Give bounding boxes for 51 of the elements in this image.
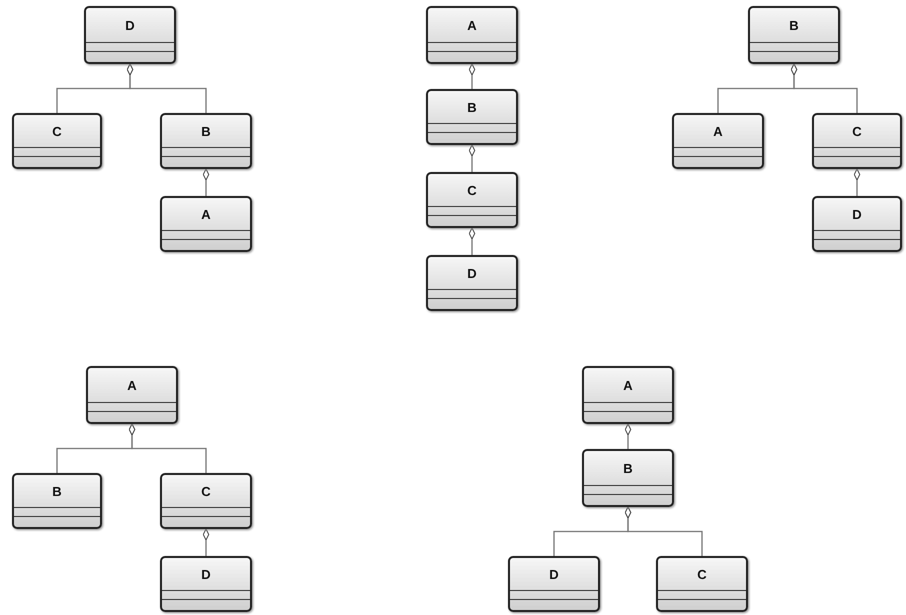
aggregation-connector (468, 228, 476, 255)
class-name: D (125, 18, 135, 32)
class-box (582, 366, 674, 424)
class-box (12, 113, 102, 169)
class-name: A (623, 378, 633, 392)
class-box (160, 556, 252, 612)
class-box (812, 196, 902, 252)
aggregation-connector (854, 168, 860, 196)
class-box (426, 255, 518, 311)
class-name: C (201, 484, 211, 498)
class-name: D (549, 566, 559, 582)
class-name: B (52, 484, 62, 498)
class-name: D (201, 566, 211, 582)
class-box (86, 366, 178, 424)
class-name: C (697, 566, 707, 582)
aggregation-connector (126, 64, 207, 113)
aggregation-connector (202, 168, 210, 196)
class-box (812, 113, 902, 169)
aggregation-connector (790, 64, 858, 113)
class-box (656, 556, 748, 612)
aggregation-connector (468, 144, 476, 172)
class-name: B (467, 100, 477, 114)
class-name: B (789, 18, 799, 32)
class-box (426, 6, 518, 64)
class-name: B (623, 460, 633, 476)
class-box (160, 196, 252, 252)
aggregation-connector (128, 424, 207, 473)
class-box (426, 89, 518, 145)
class-name: D (467, 266, 477, 280)
class-name: D (852, 206, 862, 222)
class-box (84, 6, 176, 64)
class-box (12, 473, 102, 529)
class-box (748, 6, 840, 64)
class-name: A (467, 18, 477, 32)
class-name: A (127, 378, 137, 392)
class-box (508, 556, 600, 612)
class-box (160, 473, 252, 529)
class-name: A (713, 124, 723, 138)
aggregation-connector (468, 64, 476, 89)
class-name: A (201, 206, 211, 222)
aggregation-connector (624, 424, 632, 449)
class-name: B (201, 124, 211, 138)
aggregation-connector (624, 506, 703, 556)
class-box (582, 449, 674, 507)
class-name: C (852, 124, 862, 138)
class-name: C (52, 124, 62, 138)
class-box (426, 172, 518, 228)
class-box (672, 113, 764, 169)
class-box (160, 113, 252, 169)
aggregation-connector (202, 528, 210, 556)
class-name: C (467, 182, 477, 198)
